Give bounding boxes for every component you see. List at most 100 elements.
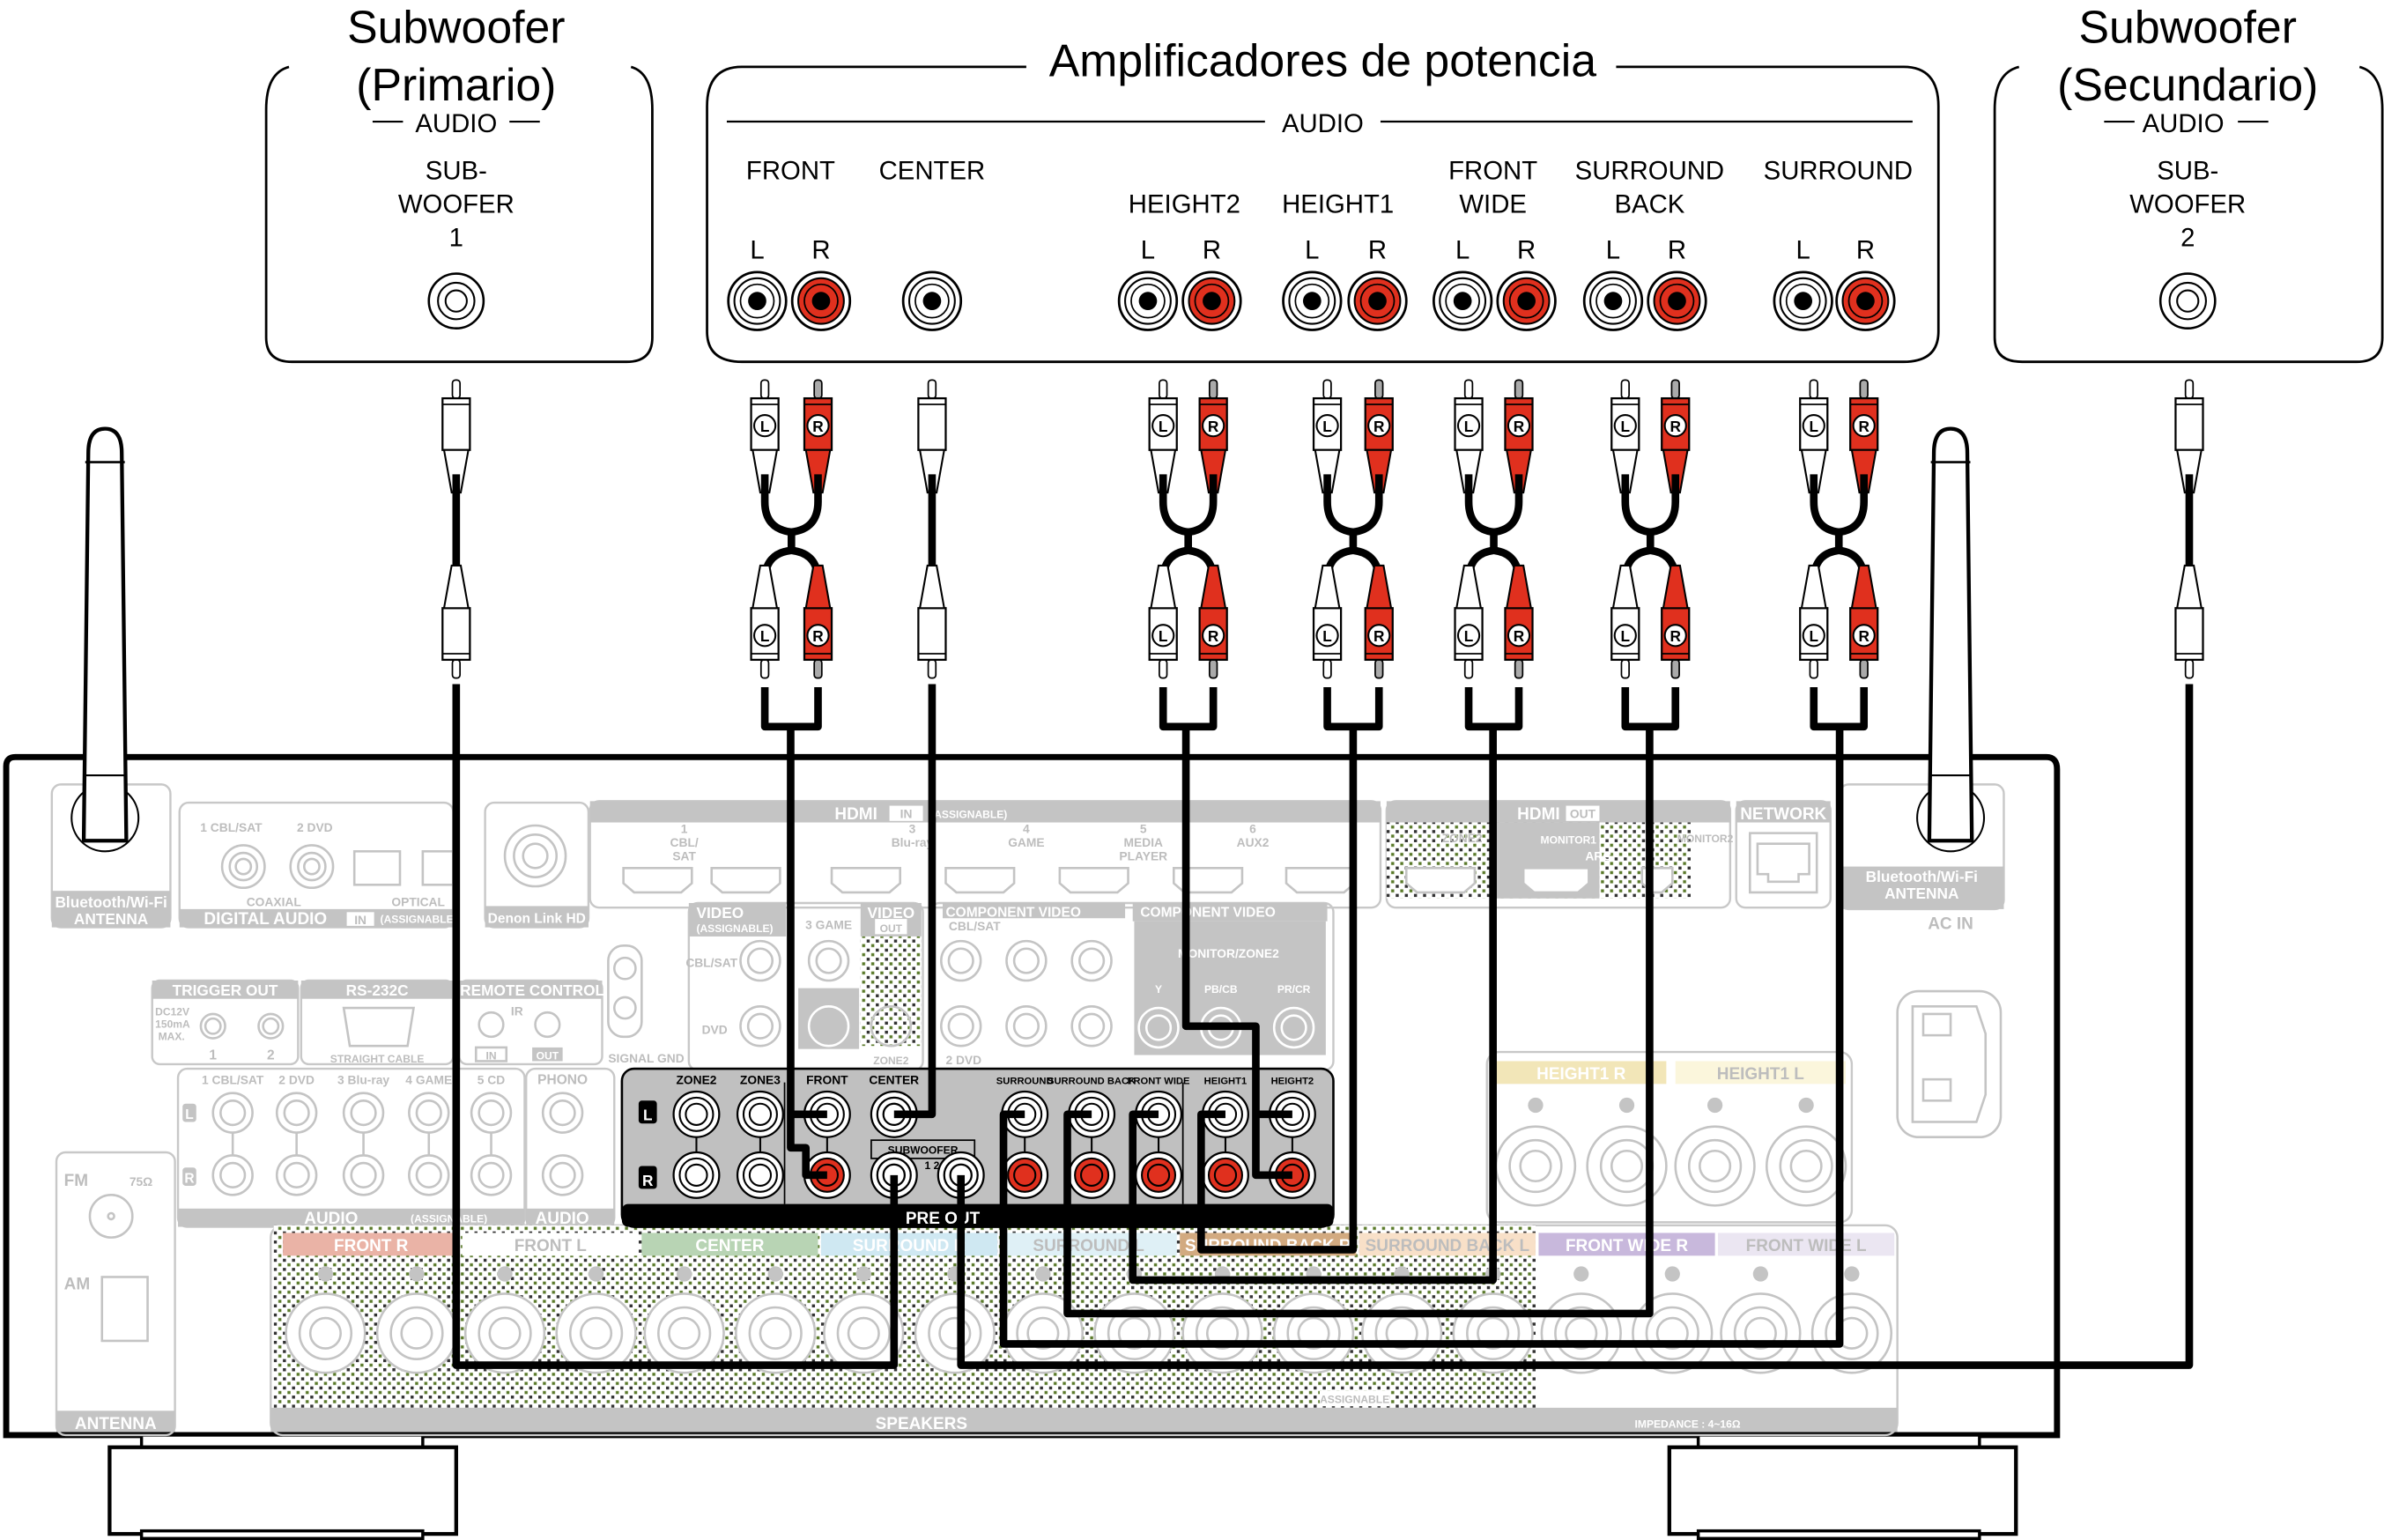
plug-letter: R	[1373, 627, 1385, 645]
plug-top-right[interactable]: R	[1198, 379, 1228, 494]
plug-top-left[interactable]: L	[750, 379, 780, 494]
amp-input-jack-r[interactable]	[1347, 270, 1408, 331]
component-out-col-pr: PR/CR	[1277, 983, 1311, 996]
amp-input-jack-mono[interactable]	[901, 270, 963, 331]
speaker-terminal[interactable]	[555, 1266, 637, 1374]
amp-input-jack-l[interactable]	[1432, 270, 1493, 331]
plug-bottom-mono[interactable]	[441, 564, 471, 679]
plug-bottom-left[interactable]: L	[750, 564, 780, 679]
plug-letter: R	[1208, 418, 1219, 435]
amp-input-jack-r[interactable]	[1835, 270, 1896, 331]
phono-footer: AUDIO	[536, 1210, 589, 1228]
sub-primary-jack-label-1: SUB-	[426, 157, 487, 186]
plug-top-right[interactable]: R	[1849, 379, 1879, 494]
speaker-terminal[interactable]	[1674, 1097, 1756, 1207]
plug-bottom-left[interactable]: L	[1454, 564, 1484, 679]
pre-out-zone3-r-jack[interactable]	[736, 1151, 784, 1199]
pre-out-height1-r-jack[interactable]	[1201, 1151, 1249, 1199]
plug-letter: R	[1670, 418, 1681, 435]
digital-audio-title: DIGITAL AUDIO	[204, 910, 327, 929]
amp-input-jack-l[interactable]	[1773, 270, 1833, 331]
plug-top-right[interactable]: R	[1364, 379, 1394, 494]
antenna-footer: ANTENNA	[75, 1415, 157, 1433]
audio-in-input-label: 5 CD	[478, 1073, 505, 1086]
cable-route-14	[1810, 686, 1869, 731]
amp-input-jack-l[interactable]	[1582, 270, 1644, 331]
speaker-terminal[interactable]	[463, 1266, 546, 1374]
plug-bottom-left[interactable]: L	[1610, 564, 1640, 679]
pre-out-zone2-l-jack[interactable]	[672, 1090, 721, 1138]
pre-out-channel-label: HEIGHT1	[1204, 1076, 1248, 1086]
denon-link-label: Denon Link HD	[488, 911, 586, 926]
speaker-terminal[interactable]	[735, 1266, 817, 1374]
amp-input-jack-r[interactable]	[790, 270, 852, 331]
plug-top-left[interactable]: L	[1148, 379, 1178, 494]
network-label: NETWORK	[1740, 805, 1826, 824]
amp-input-jack-r[interactable]	[1496, 270, 1557, 331]
amp-input-jack-l[interactable]	[1282, 270, 1343, 331]
plug-top-left[interactable]: L	[1799, 379, 1829, 494]
plug-letter: L	[1621, 627, 1631, 645]
plug-bottom-right[interactable]: R	[1661, 564, 1691, 679]
plug-top-left[interactable]: L	[1312, 379, 1343, 494]
amp-input-jack-l[interactable]	[727, 270, 788, 331]
speaker-terminal[interactable]	[823, 1266, 905, 1374]
plug-top-mono[interactable]	[441, 379, 471, 494]
plug-top-mono[interactable]	[2174, 379, 2204, 494]
speaker-terminal[interactable]	[1494, 1097, 1577, 1207]
sub-secondary-input-jack[interactable]	[2158, 272, 2217, 330]
plug-bottom-left[interactable]: L	[1799, 564, 1829, 679]
video-in-title: VIDEO	[696, 904, 744, 922]
speaker-terminal[interactable]	[1765, 1097, 1847, 1207]
plug-top-right[interactable]: R	[1661, 379, 1691, 494]
pre-out-zone3-l-jack[interactable]	[736, 1090, 784, 1138]
digital-audio-in-badge: IN	[354, 914, 366, 927]
amp-input-jack-r[interactable]	[1647, 270, 1707, 331]
bt-antenna-right[interactable]	[1916, 426, 1986, 853]
plug-top-right[interactable]: R	[1504, 379, 1534, 494]
plug-bottom-mono[interactable]	[2174, 564, 2204, 679]
hdmi-in-port	[1058, 867, 1129, 894]
pre-out-surround-back-r-jack[interactable]	[1068, 1151, 1116, 1199]
remote-control-title: REMOTE CONTROL	[460, 981, 604, 999]
hdmi-in-port	[710, 867, 781, 894]
bt-antenna-left[interactable]	[70, 426, 140, 853]
plug-top-left[interactable]: L	[1454, 379, 1484, 494]
plug-top-right[interactable]: R	[803, 379, 833, 494]
plug-bottom-left[interactable]: L	[1148, 564, 1178, 679]
height-terminal-label: HEIGHT1 L	[1717, 1065, 1804, 1084]
subwoofer-secondary: Subwoofer (Secundario) AUDIO SUB- WOOFER…	[1993, 1, 2384, 364]
pre-out-zone2-r-jack[interactable]	[672, 1151, 721, 1199]
speaker-terminal[interactable]	[1810, 1266, 1893, 1374]
speaker-terminal[interactable]	[1720, 1266, 1802, 1374]
y-cable-top	[1621, 474, 1680, 537]
plug-bottom-right[interactable]: R	[1198, 564, 1228, 679]
trigger-spec-2: 150mA	[155, 1018, 190, 1030]
plug-bottom-left[interactable]: L	[1312, 564, 1343, 679]
pre-out-front-wide-r-jack[interactable]	[1135, 1151, 1183, 1199]
speaker-terminal-label: SURROUND R	[853, 1237, 966, 1255]
speaker-terminal[interactable]	[375, 1266, 458, 1374]
plug-top-mono[interactable]	[917, 379, 947, 494]
plug-bottom-right[interactable]: R	[1849, 564, 1879, 679]
plug-bottom-mono[interactable]	[917, 564, 947, 679]
plug-bottom-right[interactable]: R	[803, 564, 833, 679]
amp-jack-lr-label: L	[1796, 235, 1810, 264]
plug-top-left[interactable]: L	[1610, 379, 1640, 494]
speaker-terminal[interactable]	[285, 1266, 366, 1374]
hdmi-in-input-label: 4	[1023, 823, 1030, 836]
cable-route-9	[1197, 726, 1358, 1254]
cable-route-0	[452, 684, 899, 1369]
amp-input-jack-l[interactable]	[1117, 270, 1179, 331]
amp-input-jack-r[interactable]	[1181, 270, 1242, 331]
plug-bottom-right[interactable]: R	[1504, 564, 1534, 679]
pre-out-surround-r-jack[interactable]	[1001, 1151, 1049, 1199]
speaker-terminal[interactable]	[643, 1266, 725, 1374]
sub-primary-input-jack[interactable]	[427, 272, 485, 330]
bt-right-label-2: ANTENNA	[1884, 885, 1958, 902]
audio-in-input-label: 3 Blu-ray	[337, 1073, 389, 1086]
amp-channel-label: BACK	[1614, 190, 1684, 219]
plug-bottom-right[interactable]: R	[1364, 564, 1394, 679]
